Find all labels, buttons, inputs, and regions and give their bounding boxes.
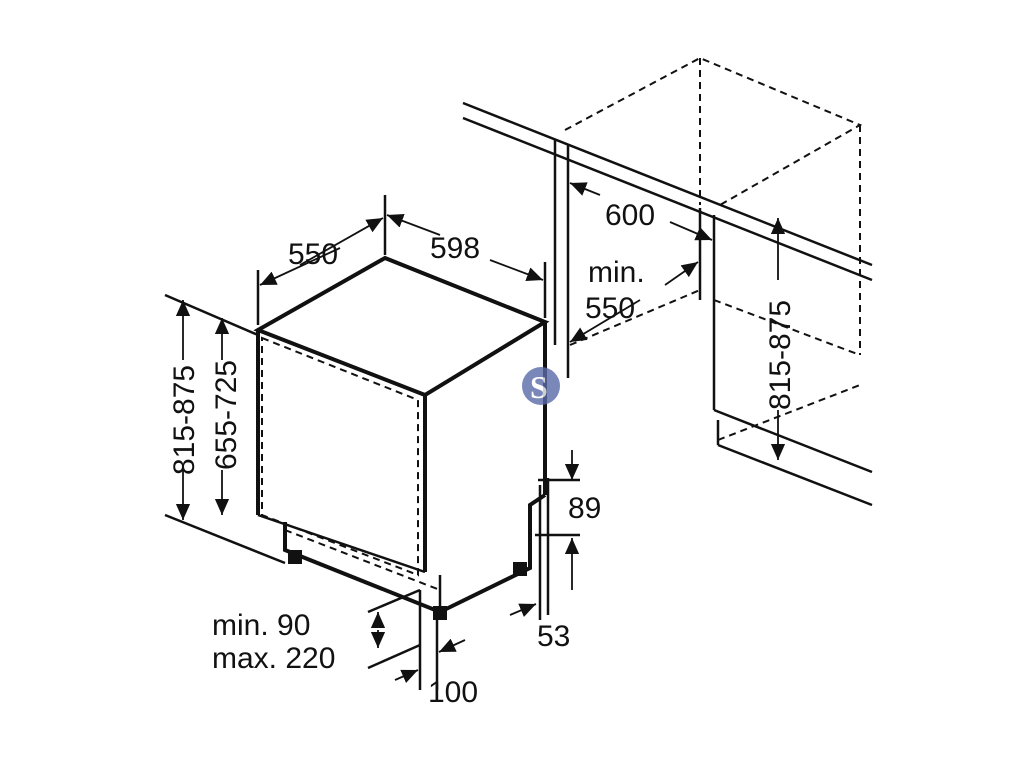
dimension-lines: [175, 182, 786, 690]
label-height-left: 815-875: [168, 365, 201, 475]
foot-left: [288, 550, 302, 564]
label-front-height: 655-725: [210, 360, 243, 470]
label-plinth-upper: 89: [568, 492, 601, 525]
dishwasher-body: [253, 255, 550, 620]
svg-text:S: S: [530, 369, 548, 405]
kitchen-niche: [462, 56, 873, 507]
label-niche-depth: 550: [585, 292, 635, 325]
label-width: 598: [430, 232, 480, 265]
label-niche-depth-min: min.: [588, 256, 645, 289]
label-depth: 550: [288, 238, 338, 271]
label-plinth-min: min. 90: [212, 609, 310, 642]
foot-right: [513, 562, 527, 576]
label-height-right: 815-875: [764, 300, 797, 410]
watermark-logo: S: [522, 367, 560, 405]
label-foot-offset: 100: [428, 676, 478, 709]
foot-front: [433, 606, 447, 620]
label-niche-width: 600: [605, 199, 655, 232]
label-plinth-lower: 53: [537, 620, 570, 653]
label-plinth-max: max. 220: [212, 642, 335, 675]
